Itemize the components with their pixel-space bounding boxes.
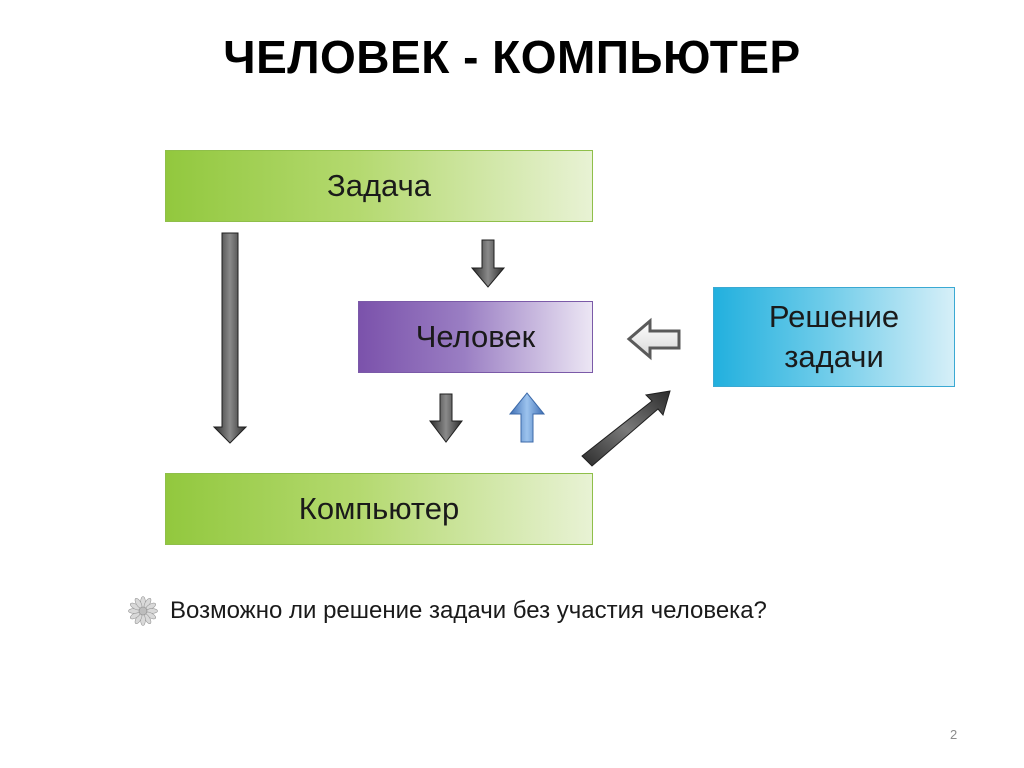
arrow-task-to-computer — [212, 232, 248, 444]
human-label: Человек — [415, 318, 536, 354]
question-text: Возможно ли решение задачи без участия ч… — [170, 597, 767, 624]
question-item: Возможно ли решение задачи без участия ч… — [128, 593, 767, 629]
page-number: 2 — [950, 727, 958, 742]
human-box: Человек — [358, 301, 593, 373]
solution-label: Решение задачи — [768, 298, 900, 374]
arrow-computer-to-solution — [581, 390, 671, 467]
daisy-flower-icon — [128, 596, 158, 626]
arrow-solution-to-human — [626, 317, 681, 361]
task-box: Задача — [165, 150, 593, 222]
slide-title: ЧЕЛОВЕК - КОМПЬЮТЕР — [223, 31, 801, 83]
computer-box: Компьютер — [165, 473, 593, 545]
arrow-human-to-computer — [428, 393, 464, 443]
task-label: Задача — [326, 167, 431, 203]
arrow-task-to-human — [470, 239, 506, 288]
solution-box: Решение задачи — [713, 287, 955, 387]
arrow-computer-to-human — [508, 392, 546, 443]
computer-label: Компьютер — [298, 490, 460, 526]
